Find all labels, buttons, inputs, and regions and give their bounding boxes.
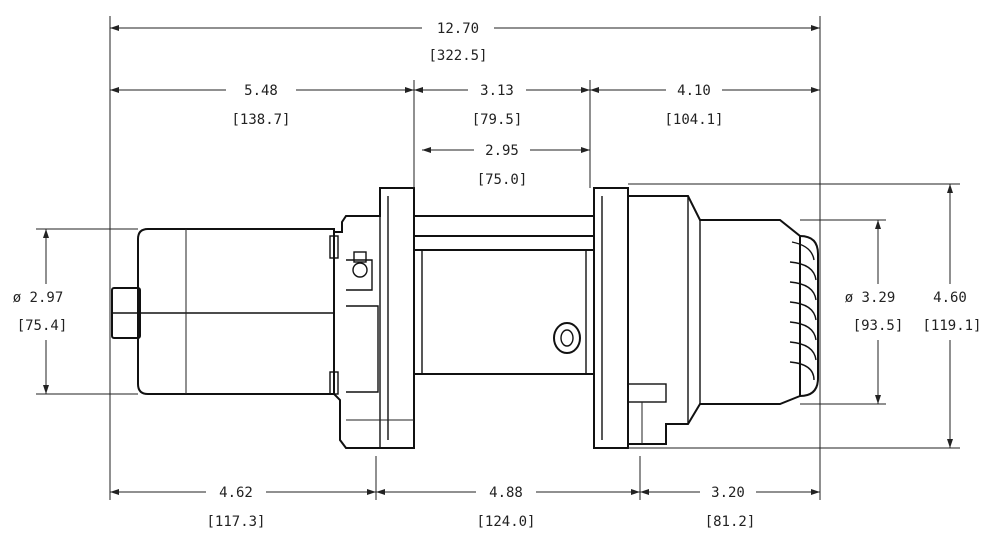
- tie-bar: [413, 215, 595, 237]
- gear-end-plate: [593, 187, 629, 449]
- drum-bolt: [553, 322, 581, 354]
- bottom-mid-mm: [124.0]: [476, 514, 535, 530]
- overall-height-in: 4.60: [933, 290, 967, 306]
- motor-section-mm: [138.7]: [231, 112, 290, 128]
- overall-height-mm: [119.1]: [922, 318, 981, 334]
- cable-drum: [413, 249, 595, 375]
- bottom-mid-in: 4.88: [489, 485, 523, 501]
- motor-diameter-mm: [75.4]: [17, 318, 68, 334]
- drum-span-in: 3.13: [480, 83, 514, 99]
- motor-end-bell: [333, 187, 415, 449]
- motor-diameter-in: ø 2.97: [13, 290, 64, 306]
- extension-lines: [36, 16, 960, 500]
- dimension-labels: 12.70 [322.5] 5.48 [138.7] 3.13 [79.5] 4…: [13, 21, 982, 530]
- drum-length-mm: [75.0]: [477, 172, 528, 188]
- bottom-left-mm: [117.3]: [206, 514, 265, 530]
- bottom-right-mm: [81.2]: [705, 514, 756, 530]
- drum-length-in: 2.95: [485, 143, 519, 159]
- drum-span-mm: [79.5]: [472, 112, 523, 128]
- bottom-left-in: 4.62: [219, 485, 253, 501]
- motor-housing: [137, 228, 335, 395]
- clutch-knob: [789, 235, 819, 397]
- bottom-right-in: 3.20: [711, 485, 745, 501]
- overall-length-mm: [322.5]: [428, 48, 487, 64]
- gearbox-diameter-in: ø 3.29: [845, 290, 896, 306]
- gear-section-mm: [104.1]: [664, 112, 723, 128]
- winch-outline: [111, 187, 819, 449]
- overall-length-in: 12.70: [437, 21, 479, 37]
- gear-section-in: 4.10: [677, 83, 711, 99]
- motor-section-in: 5.48: [244, 83, 278, 99]
- dimension-lines: [43, 25, 953, 495]
- gearbox-diameter-mm: [93.5]: [853, 318, 904, 334]
- gearbox-housing: [627, 195, 801, 445]
